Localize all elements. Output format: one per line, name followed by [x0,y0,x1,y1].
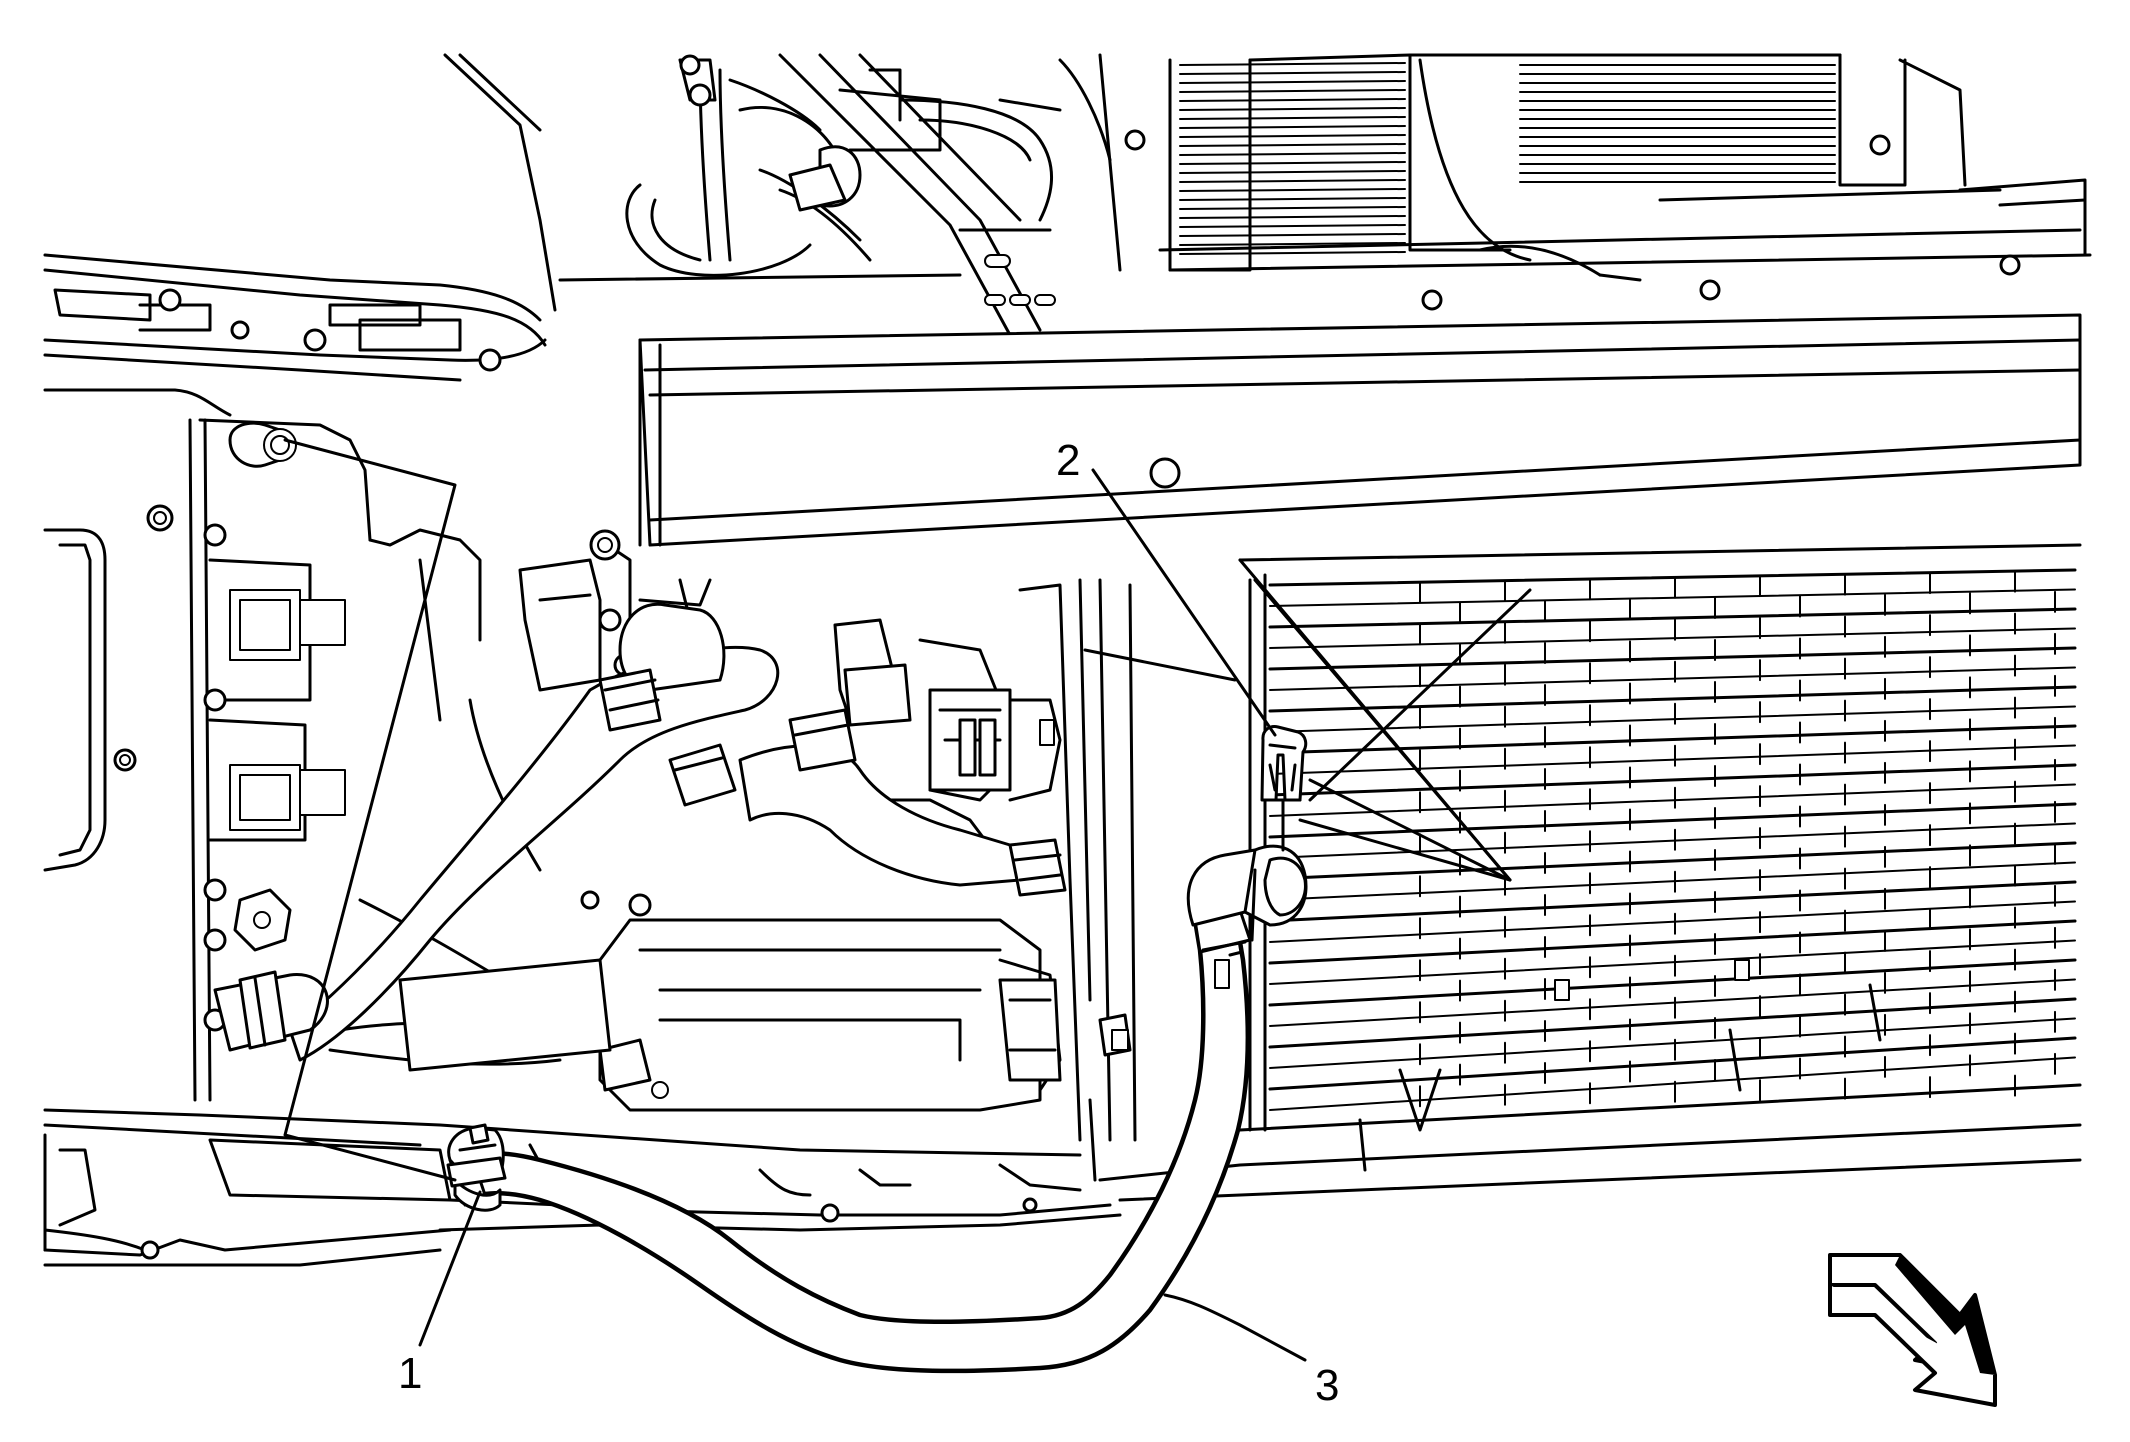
upper-brace [443,53,1122,342]
radiator-support-beam [638,313,2082,547]
left-side-panel [43,418,372,1102]
detail-indicator-lines [283,438,1512,1182]
callout-3-label: 3 [1315,1361,1339,1410]
upper-radiator-assembly [1124,53,2092,311]
callout-leader-lines [418,468,1307,1362]
front-fascia-left [43,253,547,417]
callout-labels: 1 2 3 [398,436,1339,1410]
upper-radiator-fins [1179,62,1836,255]
lower-radiator-fins [1268,568,2077,1111]
callout-2-label: 2 [1056,436,1080,485]
hose-retainer-clip [1260,725,1308,852]
lower-crossmember [43,1098,2082,1267]
direction-arrow-icon [1828,1253,1997,1407]
engine-compartment [328,528,1237,1142]
coolant-hoses-upper [213,602,1067,1062]
hose-clamp [446,1123,507,1212]
callout-1-label: 1 [398,1349,422,1398]
upper-hoses [625,54,1062,277]
lower-radiator-frame [1398,959,1882,1132]
